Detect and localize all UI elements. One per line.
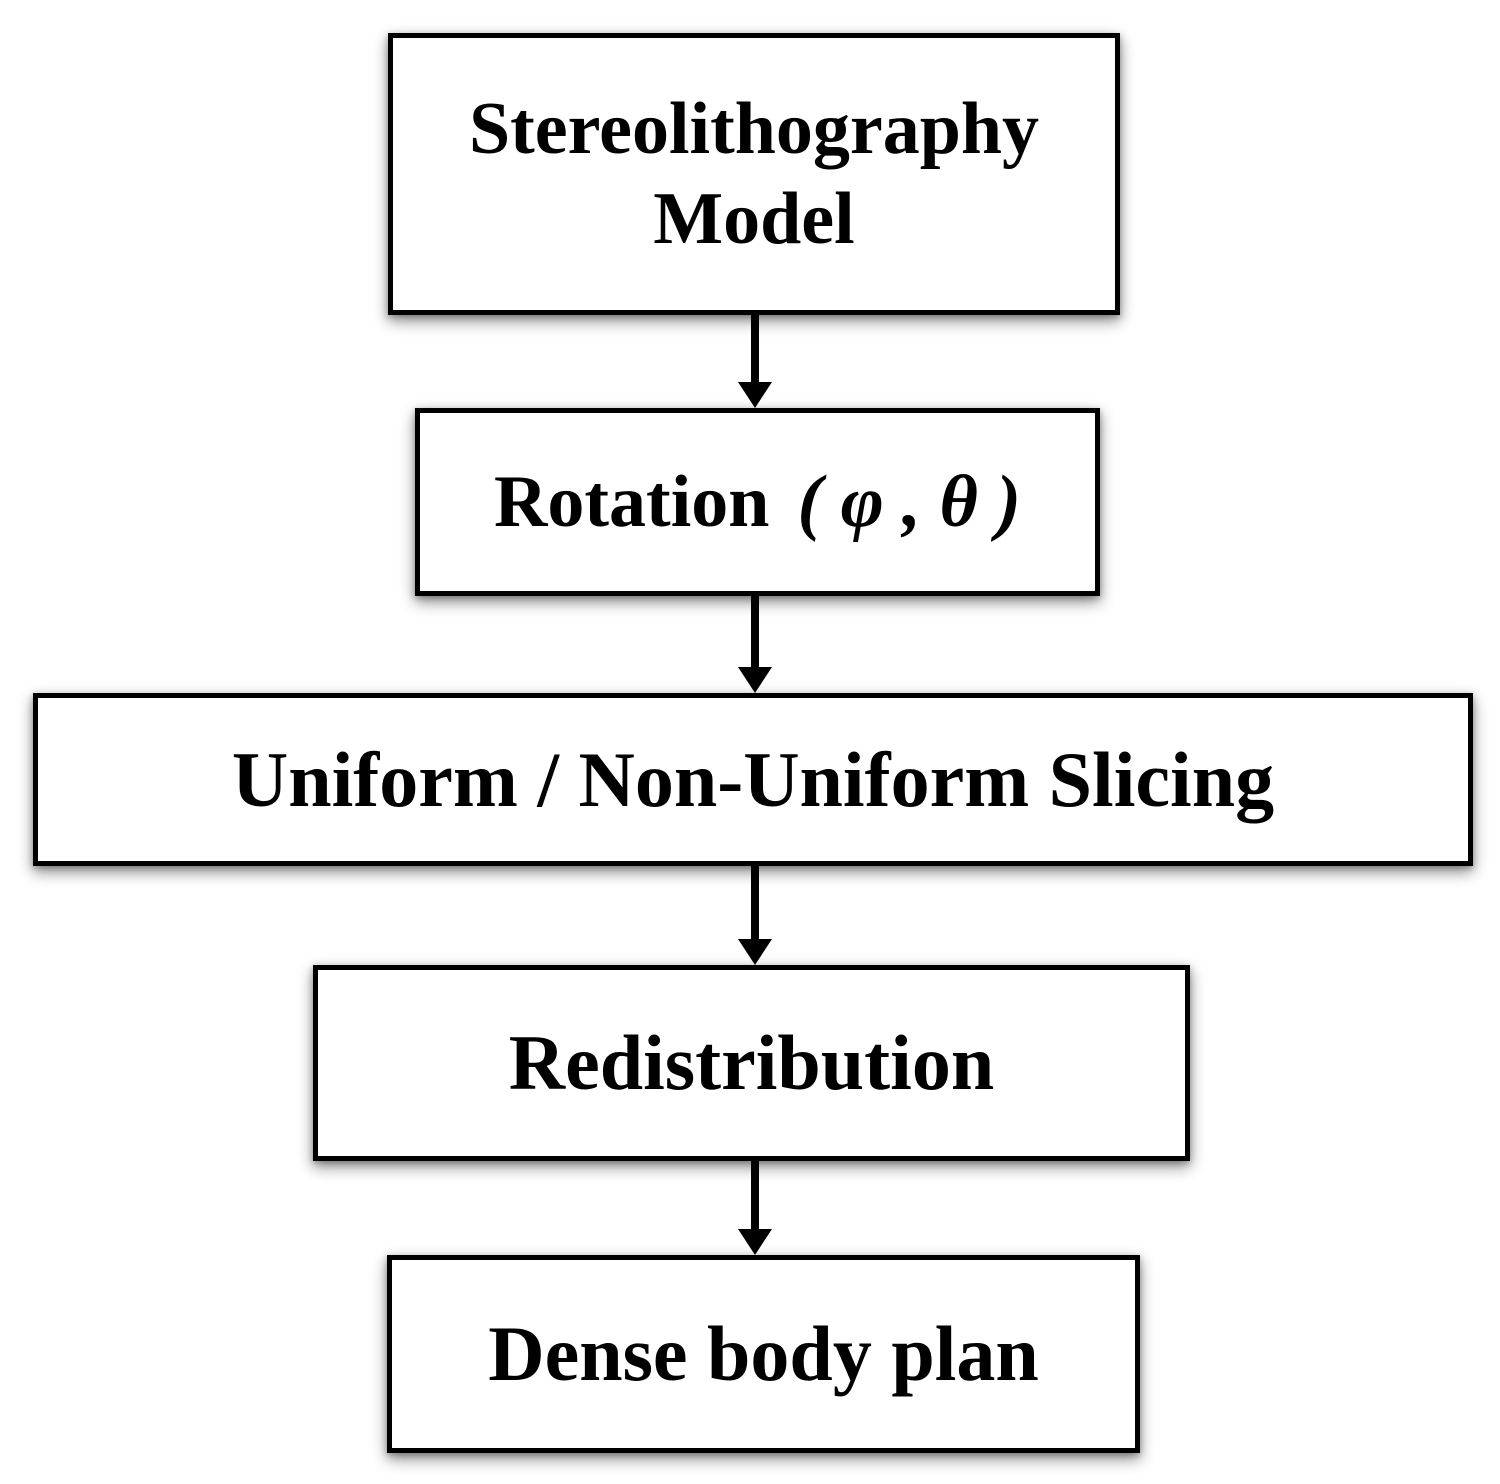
- node-rotation: Rotation ( φ , θ ): [415, 408, 1100, 596]
- arrow-down-head-icon: [738, 382, 772, 408]
- arrow-down-icon: [751, 315, 759, 385]
- node-stereolithography-model: Stereolithography Model: [388, 33, 1120, 315]
- node-label: Uniform / Non-Uniform Slicing: [231, 735, 1275, 823]
- node-label-line-1: Stereolithography: [468, 87, 1040, 170]
- arrow-down-icon: [751, 596, 759, 670]
- node-label-text: Rotation: [493, 460, 770, 543]
- node-label-math: ( φ , θ ): [797, 460, 1022, 543]
- arrow-down-head-icon: [738, 1229, 772, 1255]
- node-label-line-2: Model: [653, 178, 855, 260]
- node-label: Stereolithography Model: [469, 84, 1039, 265]
- node-redistribution: Redistribution: [313, 965, 1190, 1161]
- node-dense-body-plan: Dense body plan: [387, 1255, 1140, 1453]
- node-label: Redistribution: [508, 1019, 995, 1106]
- arrow-down-head-icon: [738, 939, 772, 965]
- arrow-down-icon: [751, 866, 759, 942]
- node-uniform-non-uniform-slicing: Uniform / Non-Uniform Slicing: [33, 693, 1473, 866]
- node-label: Rotation ( φ , θ ): [494, 460, 1021, 545]
- arrow-down-head-icon: [738, 667, 772, 693]
- node-label: Dense body plan: [488, 1310, 1039, 1397]
- arrow-down-icon: [751, 1161, 759, 1232]
